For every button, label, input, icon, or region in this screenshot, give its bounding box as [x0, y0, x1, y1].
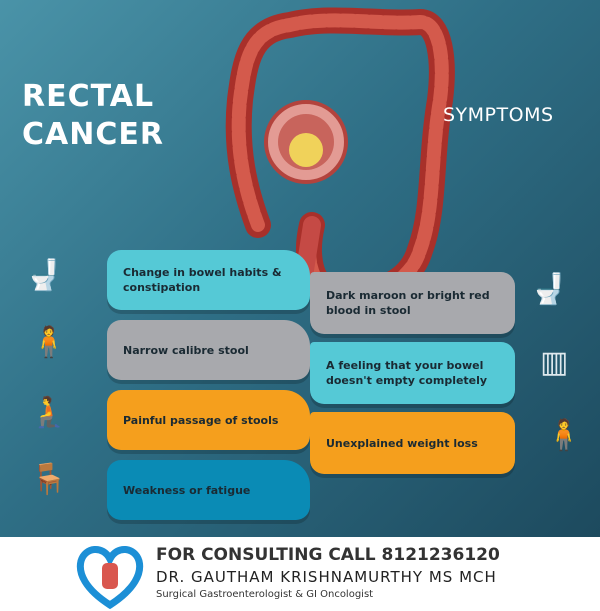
infographic-poster: RECTAL CANCER SYMPTOMS Change in bowel h… [0, 0, 600, 537]
symptom-box-right: Unexplained weight loss [310, 412, 515, 474]
symptom-box-left: Change in bowel habits & constipation [107, 250, 310, 310]
toilet-blood-icon: 🚽 [530, 272, 568, 307]
person-on-toilet-icon: 🚽 [25, 258, 63, 293]
clinic-logo-heart-icon [76, 546, 144, 610]
doctor-specialty: Surgical Gastroenterologist & GI Oncolog… [156, 589, 374, 600]
tumor-mass [289, 133, 323, 167]
doctor-name: DR. GAUTHAM KRISHNAMURTHY MS MCH [156, 568, 497, 586]
fatigue-person-icon: 🪑 [30, 462, 68, 497]
title-line-2: CANCER [22, 117, 164, 152]
symptom-box-right: Dark maroon or bright red blood in stool [310, 272, 515, 334]
symptom-box-left: Painful passage of stools [107, 390, 310, 450]
footer: FOR CONSULTING CALL 8121236120 DR. GAUTH… [0, 537, 600, 611]
person-abdominal-pain-icon: 🧍 [30, 325, 68, 360]
section-subtitle: SYMPTOMS [443, 104, 554, 126]
thin-person-icon: 🧍 [545, 418, 583, 453]
title-line-1: RECTAL [22, 79, 155, 114]
person-pain-icon: 🧎 [30, 395, 68, 430]
consult-call-text: FOR CONSULTING CALL 8121236120 [156, 545, 500, 565]
stool-icon: ▥ [540, 345, 569, 380]
symptom-box-left: Narrow calibre stool [107, 320, 310, 380]
symptom-box-left: Weakness or fatigue [107, 460, 310, 520]
page-title: RECTAL CANCER [22, 78, 164, 154]
symptom-box-right: A feeling that your bowel doesn't empty … [310, 342, 515, 404]
